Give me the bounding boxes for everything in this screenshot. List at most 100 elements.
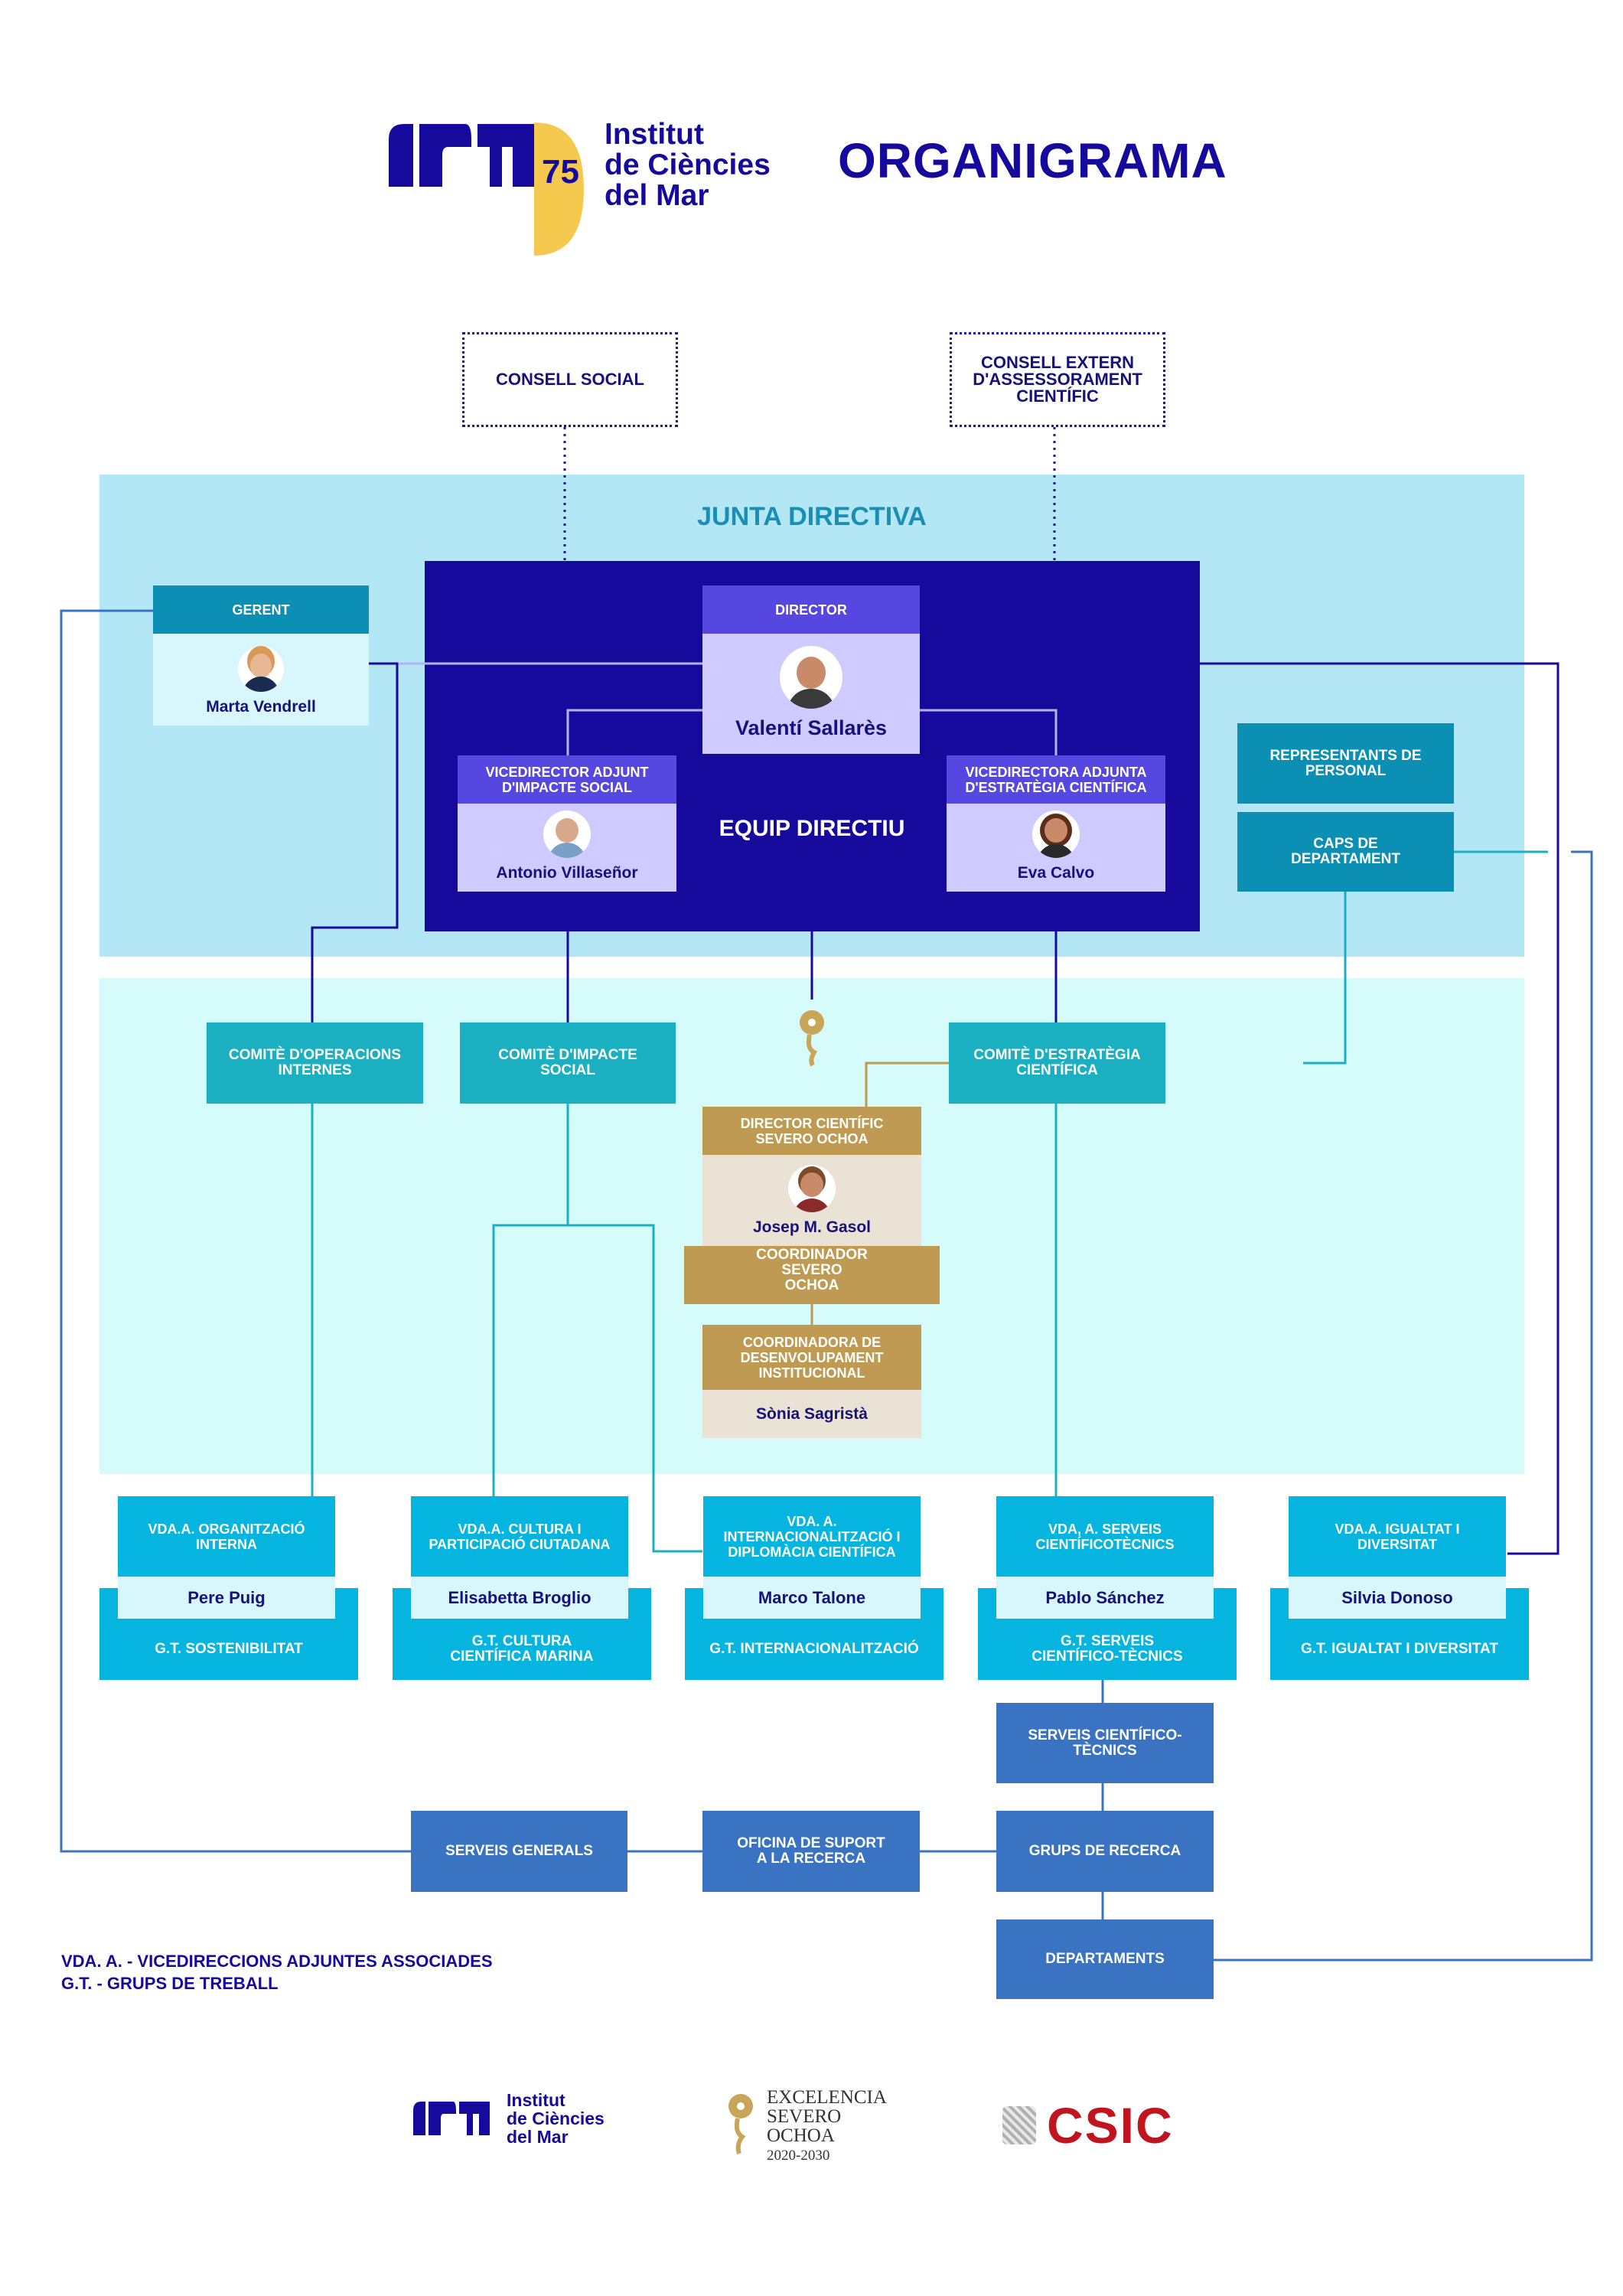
coordinadora-card: COORDINADORA DE DESENVOLUPAMENT INSTITUC… (702, 1325, 921, 1438)
gt-label: G.T. SERVEIS CIENTÍFICO-TÈCNICS (1031, 1633, 1183, 1665)
footer-icm-line3: del Mar (507, 2127, 569, 2147)
icm-logo: 75 Institut de Ciències del Mar (389, 116, 787, 262)
vda-name: Pere Puig (118, 1577, 335, 1619)
vda-card: VDA.A. IGUALTAT I DIVERSITAT Silvia Dono… (1270, 1496, 1529, 1680)
impacte-vda3-link (568, 1224, 702, 1553)
vd-social-body: Antonio Villaseñor (458, 804, 676, 892)
vda-role: VDA.A. IGUALTAT I DIVERSITAT (1289, 1496, 1506, 1577)
vda-name: Marco Talone (703, 1577, 921, 1619)
severo-ochoa-emblem-icon (728, 2094, 753, 2154)
icm-logo-mark-icon (413, 2102, 490, 2135)
severo-director-name: Josep M. Gasol (752, 1218, 872, 1236)
vda-card: VDA, A. SERVEIS CIENTÍFICOTÈCNICS Pablo … (978, 1496, 1237, 1680)
vd-social-card: VICEDIRECTOR ADJUNT D'IMPACTE SOCIAL Ant… (458, 755, 676, 892)
severo-ochoa-emblem-icon (800, 1010, 824, 1067)
avatar (1032, 810, 1080, 858)
gerent-name: Marta Vendrell (206, 698, 316, 716)
caps-departaments-link (1213, 850, 1593, 1962)
gerent-serveis-generals-link (60, 609, 411, 1853)
avatar (780, 646, 842, 709)
excelencia-line2: SEVERO (767, 2106, 842, 2127)
avatar (238, 646, 284, 692)
legend: VDA. A. - VICEDIRECCIONS ADJUNTES ASSOCI… (61, 1950, 493, 1994)
vd-cientifica-body: Eva Calvo (947, 804, 1165, 892)
vda-card: VDA.A. ORGANITZACIÓ INTERNA Pere Puig G.… (99, 1496, 358, 1680)
vd-social-role: VICEDIRECTOR ADJUNT D'IMPACTE SOCIAL (458, 755, 676, 804)
excelencia-line3: OCHOA (767, 2125, 835, 2146)
coordinadora-body: Sònia Sagristà (702, 1390, 921, 1438)
vda-name: Pablo Sánchez (996, 1577, 1214, 1619)
gt-label: G.T. CULTURA CIENTÍFICA MARINA (450, 1633, 594, 1665)
vd-cientifica-card: VICEDIRECTORA ADJUNTA D'ESTRATÈGIA CIENT… (947, 755, 1165, 892)
equip-igualtat-link (1200, 662, 1559, 1555)
comite-operacions-box: COMITÈ D'OPERACIONS INTERNES (207, 1022, 423, 1104)
avatar (788, 1165, 836, 1212)
csic-text: CSIC (1047, 2097, 1174, 2154)
vda-role: VDA.A. CULTURA I PARTICIPACIÓ CIUTADANA (411, 1496, 628, 1577)
csic-logo: CSIC (1002, 2099, 1217, 2152)
grups-recerca-box: GRUPS DE RECERCA (996, 1811, 1214, 1892)
coordinador-severo-box: COORDINADOR SEVERO OCHOA (684, 1246, 940, 1304)
logo-number: 75 (542, 153, 579, 191)
equip-directiu-label: EQUIP DIRECTIU (719, 816, 905, 841)
logo-line-1: Institut (605, 118, 704, 151)
director-vd-social-link (566, 709, 702, 755)
coordinadora-name: Sònia Sagristà (756, 1404, 868, 1423)
caps-estrategia-link (1303, 892, 1347, 1065)
director-name: Valentí Sallarès (735, 716, 888, 739)
footer-icm-line1: Institut (507, 2090, 565, 2110)
gt-label: G.T. INTERNACIONALITZACIÓ (709, 1641, 919, 1657)
gerent-card: GERENT Marta Vendrell (153, 585, 369, 726)
consell-social-box: CONSELL SOCIAL (462, 332, 678, 427)
legend-gt: G.T. - GRUPS DE TREBALL (61, 1974, 279, 1993)
excelencia-years: 2020-2030 (767, 2148, 830, 2164)
comite-estrategia-box: COMITÈ D'ESTRATÈGIA CIENTÍFICA (949, 1022, 1165, 1104)
avatar (543, 810, 591, 858)
serveis-generals-box: SERVEIS GENERALS (411, 1811, 627, 1892)
gt-label: G.T. SOSTENIBILITAT (155, 1641, 303, 1657)
comite-impacte-box: COMITÈ D'IMPACTE SOCIAL (460, 1022, 676, 1104)
gt-label: G.T. IGUALTAT I DIVERSITAT (1301, 1641, 1498, 1657)
departaments-box: DEPARTAMENTS (996, 1919, 1214, 1999)
excelencia-line1: EXCELENCIA (767, 2087, 887, 2108)
logo-line-3: del Mar (605, 179, 709, 212)
logo-line-2: de Ciències (605, 148, 771, 181)
csic-emblem-icon (1002, 2106, 1036, 2144)
vd-cientifica-role: VICEDIRECTORA ADJUNTA D'ESTRATÈGIA CIENT… (947, 755, 1165, 804)
vd-social-name: Antonio Villaseñor (496, 864, 638, 882)
vda-role: VDA.A. ORGANITZACIÓ INTERNA (118, 1496, 335, 1577)
impacte-vda2-link (492, 1104, 569, 1496)
vd-cientifica-name: Eva Calvo (1017, 864, 1095, 882)
coordinadora-role: COORDINADORA DE DESENVOLUPAMENT INSTITUC… (702, 1325, 921, 1390)
caps-box: CAPS DE DEPARTAMENT (1237, 812, 1454, 892)
severo-director-role: DIRECTOR CIENTÍFIC SEVERO OCHOA (702, 1107, 921, 1155)
excelencia-severo-ochoa-logo: EXCELENCIA SEVERO OCHOA 2020-2030 (727, 2088, 903, 2172)
gerent-body: Marta Vendrell (153, 634, 369, 726)
severo-director-body: Josep M. Gasol (702, 1155, 921, 1246)
junta-title: JUNTA DIRECTIVA (697, 502, 927, 531)
severo-director-card: DIRECTOR CIENTÍFIC SEVERO OCHOA Josep M.… (702, 1107, 921, 1246)
consell-extern-box: CONSELL EXTERN D'ASSESSORAMENT CIENTÍFIC (950, 332, 1165, 427)
director-card: DIRECTOR Valentí Sallarès (702, 585, 920, 754)
page-title: ORGANIGRAMA (838, 133, 1227, 188)
vda-card: VDA.A. CULTURA I PARTICIPACIÓ CIUTADANA … (393, 1496, 651, 1680)
director-body: Valentí Sallarès (702, 634, 920, 754)
representants-box: REPRESENTANTS DE PERSONAL (1237, 723, 1454, 804)
vda-name: Silvia Donoso (1289, 1577, 1506, 1619)
vda-name: Elisabetta Broglio (411, 1577, 628, 1619)
icm-logo-mark-icon (389, 122, 584, 256)
oficina-box: OFICINA DE SUPORT A LA RECERCA (702, 1811, 920, 1892)
gerent-role: GERENT (153, 585, 369, 634)
serveis-ct-box: SERVEIS CIENTÍFICO-TÈCNICS (996, 1703, 1214, 1783)
severo-estrategia-link (865, 1062, 949, 1107)
footer-icm-line2: de Ciències (507, 2108, 605, 2128)
vda-role: VDA. A. INTERNACIONALITZACIÓ I DIPLOMÀCI… (703, 1496, 921, 1577)
director-role: DIRECTOR (702, 585, 920, 634)
footer-icm-logo: Institut de Ciències del Mar (413, 2091, 627, 2152)
vda-card: VDA. A. INTERNACIONALITZACIÓ I DIPLOMÀCI… (685, 1496, 943, 1680)
gerent-operacions-link (311, 662, 399, 1022)
director-vd-cientifica-link (920, 709, 1058, 755)
vda-role: VDA, A. SERVEIS CIENTÍFICOTÈCNICS (996, 1496, 1214, 1577)
legend-vda: VDA. A. - VICEDIRECCIONS ADJUNTES ASSOCI… (61, 1952, 493, 1971)
